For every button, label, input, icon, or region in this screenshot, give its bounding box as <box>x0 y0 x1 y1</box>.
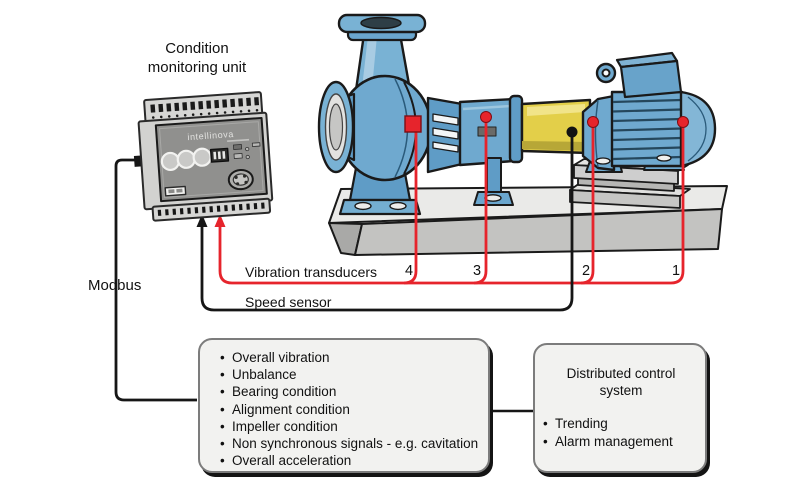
unit-connector-pin <box>242 174 247 178</box>
monitoring-unit: intellinova <box>133 91 274 222</box>
modbus-label: Modbus <box>88 277 142 294</box>
unit-connector-pin <box>234 175 238 179</box>
bracket-slot <box>432 113 459 126</box>
dcs-item-label: Trending <box>555 415 608 431</box>
pump-foot-pad <box>354 201 372 211</box>
vibration-wire-main <box>218 126 685 285</box>
analysis-item: Unbalance <box>220 366 482 383</box>
bearing-leg <box>486 157 502 193</box>
analysis-item-label: Alignment condition <box>232 401 350 417</box>
unit-button <box>176 149 196 169</box>
analysis-item-label: Impeller condition <box>232 418 338 434</box>
transducer-number-3: 3 <box>472 263 482 279</box>
analysis-list: Overall vibration Unbalance Bearing cond… <box>220 349 482 470</box>
pump-foot-base <box>338 198 422 216</box>
unit-top-terminals <box>150 97 260 119</box>
analysis-item-label: Overall acceleration <box>232 453 352 469</box>
base-front-face <box>354 208 723 256</box>
vibration-wire-arrow <box>214 214 226 227</box>
analysis-item-label: Unbalance <box>232 367 297 383</box>
unit-port <box>164 185 187 197</box>
unit-indicator <box>233 153 243 159</box>
dcs-box-title: Distributed control system <box>566 366 676 399</box>
unit-led <box>245 146 250 152</box>
vibration-transducer-4 <box>404 115 422 133</box>
unit-port-slot <box>168 189 175 194</box>
transducer-number-2: 2 <box>581 263 591 279</box>
motor-front-bell <box>581 94 616 172</box>
dcs-item: Trending <box>543 415 699 434</box>
vibration-transducer-1 <box>677 116 689 128</box>
transducer-number-1: 1 <box>671 263 681 279</box>
analysis-item-label: Bearing condition <box>232 384 337 400</box>
dcs-item-label: Alarm management <box>555 434 673 450</box>
unit-switch <box>251 142 261 147</box>
unit-button <box>192 147 212 167</box>
terminal-box <box>619 59 683 99</box>
unit-brand-logo: intellinova <box>187 129 234 142</box>
unit-display-bar <box>213 151 217 160</box>
analysis-box: Overall vibration Unbalance Bearing cond… <box>198 338 490 473</box>
bearing-end-flange <box>508 94 524 164</box>
motor <box>581 51 717 173</box>
speed-sensor-label: Speed sensor <box>245 294 332 310</box>
analysis-item: Non synchronous signals - e.g. cavitatio… <box>220 435 482 452</box>
unit-button <box>160 151 180 172</box>
unit-display-bar <box>222 151 226 159</box>
analysis-item: Overall acceleration <box>220 452 482 469</box>
motor-rear-cap <box>679 90 717 168</box>
unit-indicator <box>232 144 243 150</box>
bracket-slot <box>432 141 459 153</box>
suction-bore <box>328 103 344 151</box>
vibration-transducer-2 <box>587 116 599 128</box>
eyebolt-hole <box>601 68 611 78</box>
discharge-bore <box>360 16 402 30</box>
dcs-box: Distributed control system Trending Alar… <box>533 343 707 473</box>
vibration-wire-4 <box>403 131 418 285</box>
coupling-guard-highlight <box>527 104 585 116</box>
unit-display-bar <box>217 151 221 160</box>
transducer-number-4: 4 <box>404 263 414 279</box>
unit-led <box>245 154 250 160</box>
pedestal-bottom-front <box>569 189 681 209</box>
pump-foot-pad <box>389 201 407 211</box>
speed-wire-arrow <box>196 214 208 227</box>
bracket-slot <box>432 127 459 140</box>
dcs-list: Trending Alarm management <box>543 415 699 452</box>
analysis-item: Alignment condition <box>220 401 482 418</box>
analysis-item-label: Non synchronous signals - e.g. cavitatio… <box>232 436 479 452</box>
unit-logo-underline <box>227 138 250 143</box>
vibration-transducers-label: Vibration transducers <box>245 264 378 280</box>
unit-connector-pin <box>235 182 240 186</box>
page-title: Condition monitoring unit <box>147 40 247 77</box>
motor-foot-slot <box>595 157 611 165</box>
vibration-wire-3 <box>473 121 488 285</box>
unit-port-slot <box>176 188 183 193</box>
vibration-transducer-3 <box>480 111 492 123</box>
analysis-item: Overall vibration <box>220 349 482 366</box>
analysis-item: Bearing condition <box>220 383 482 400</box>
coupling-guard <box>520 98 592 155</box>
analysis-item: Impeller condition <box>220 418 482 435</box>
motor-foot-slot <box>656 154 672 162</box>
modbus-wire <box>114 158 197 402</box>
unit-connector-pin <box>244 180 248 185</box>
dcs-item: Alarm management <box>543 433 699 452</box>
bearing-housing-highlight <box>462 104 512 111</box>
discharge-pipe-highlight <box>362 36 377 88</box>
unit-bottom-terminals <box>157 202 265 216</box>
speed-sensor-dot <box>566 126 578 138</box>
speed-sensor-wire <box>200 136 574 312</box>
rear-cap-line <box>687 96 707 162</box>
vibration-wire-2 <box>580 125 595 285</box>
analysis-item-label: Overall vibration <box>232 350 330 365</box>
pump <box>317 13 524 216</box>
